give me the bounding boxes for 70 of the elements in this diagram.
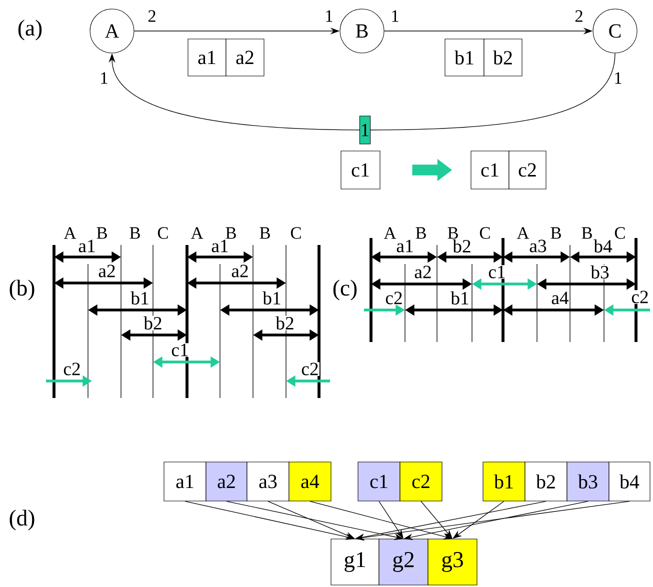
interval-label: a4 bbox=[550, 291, 570, 305]
interval-label: a1 bbox=[78, 239, 96, 253]
column-header: A bbox=[190, 227, 204, 239]
token-box: g3 bbox=[428, 538, 478, 586]
interval-label: b2 bbox=[143, 316, 163, 330]
token-box: b4 bbox=[608, 462, 650, 502]
token-box: g1 bbox=[330, 538, 380, 586]
port-number: 1 bbox=[392, 10, 398, 22]
interval-label: c1 bbox=[170, 343, 190, 357]
port-number: 1 bbox=[615, 72, 622, 84]
token-box: c2 bbox=[508, 150, 546, 190]
interval-label: a1 bbox=[396, 239, 414, 253]
column-header: B bbox=[96, 227, 107, 239]
interval-label: c2 bbox=[384, 291, 404, 305]
port-number: 2 bbox=[148, 10, 156, 22]
column-header: A bbox=[516, 227, 530, 239]
token-box: a1 bbox=[164, 462, 206, 502]
token-box: b1 bbox=[482, 462, 526, 502]
panel-label: (c) bbox=[333, 280, 357, 300]
column-header: A bbox=[384, 227, 396, 239]
port-number: 2 bbox=[575, 10, 582, 22]
token-box: a1 bbox=[188, 38, 226, 76]
interval-label: a3 bbox=[528, 239, 548, 253]
token-box: b2 bbox=[524, 462, 568, 502]
token-box: b3 bbox=[566, 462, 610, 502]
token-box: a3 bbox=[246, 462, 290, 502]
token-box: a4 bbox=[288, 462, 332, 502]
column-header: C bbox=[290, 227, 301, 239]
interval-label: b4 bbox=[593, 238, 613, 254]
interval-label: a2 bbox=[230, 264, 250, 278]
column-header: B bbox=[130, 227, 140, 239]
token-box: a2 bbox=[226, 38, 264, 76]
interval-label: a1 bbox=[210, 239, 230, 253]
column-header: A bbox=[64, 227, 76, 239]
column-header: B bbox=[550, 227, 561, 239]
interval-label: b1 bbox=[130, 290, 150, 306]
panel-label: (a) bbox=[18, 20, 42, 40]
interval-label: c2 bbox=[300, 362, 320, 376]
interval-label: b3 bbox=[590, 264, 610, 280]
arrow bbox=[108, 52, 616, 130]
interval-label: b1 bbox=[450, 290, 470, 306]
interval-label: c1 bbox=[488, 265, 506, 279]
token-box: c2 bbox=[400, 462, 442, 502]
column-header: B bbox=[416, 227, 426, 239]
column-header: B bbox=[226, 227, 236, 239]
token-box: a2 bbox=[206, 462, 248, 502]
port-number: 1 bbox=[101, 72, 108, 84]
token-box: g2 bbox=[378, 538, 428, 586]
token-box: c1 bbox=[340, 150, 380, 190]
column-header: C bbox=[614, 227, 625, 239]
column-header: C bbox=[480, 227, 490, 239]
panel-label: (b) bbox=[10, 280, 34, 300]
interval-label: c2 bbox=[62, 362, 82, 376]
interval-label: b2 bbox=[275, 316, 295, 330]
interval-label: a2 bbox=[98, 264, 116, 278]
panel-label: (d) bbox=[10, 510, 34, 530]
port-number: 1 bbox=[326, 10, 332, 22]
token-box: c1 bbox=[470, 150, 510, 190]
token-box: b1 bbox=[444, 38, 484, 76]
interval-label: c2 bbox=[630, 290, 650, 304]
edge-label: 1 bbox=[359, 116, 371, 144]
token-box: b2 bbox=[484, 38, 522, 76]
column-header: B bbox=[448, 227, 458, 239]
interval-label: a2 bbox=[414, 265, 432, 279]
column-header: C bbox=[158, 227, 168, 239]
column-header: B bbox=[582, 227, 592, 239]
token-box: c1 bbox=[358, 462, 400, 502]
column-header: B bbox=[260, 227, 270, 239]
interval-label: b2 bbox=[452, 238, 472, 254]
interval-label: b1 bbox=[262, 290, 282, 306]
